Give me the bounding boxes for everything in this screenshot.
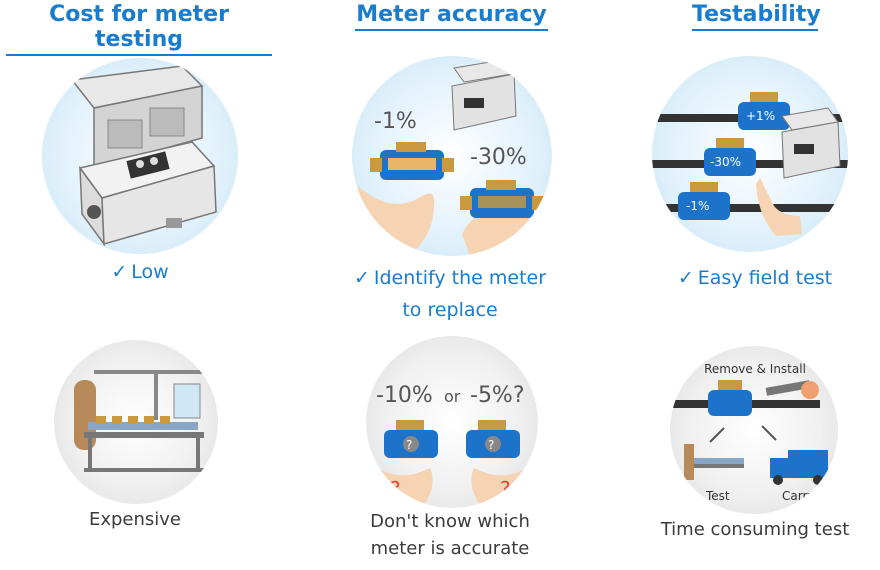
title-cost: Cost for meter testing — [6, 2, 272, 56]
testability-bad-label: Time consuming test — [660, 519, 850, 540]
value-minus1: -1% — [374, 109, 417, 134]
test-bench-circle — [54, 340, 218, 504]
value-minus10: -10% — [376, 383, 433, 408]
testability-good-label: ✓Easy field test — [677, 267, 833, 289]
portable-tester-circle — [42, 58, 238, 254]
svg-text:?: ? — [488, 438, 494, 452]
test-bench-icon — [74, 370, 204, 472]
portable-tester-icon — [70, 65, 217, 247]
unknown-accuracy-circle: -10% or -5%? ? ? ? ? — [366, 336, 538, 508]
accuracy-illustration: -1% -30% — [358, 59, 548, 256]
remove-install-illustration: Test Carry — [670, 380, 828, 503]
carry-label: Carry — [782, 489, 815, 503]
test-label: Test — [705, 489, 730, 503]
check-icon: ✓ — [111, 261, 128, 283]
time-consuming-circle: Test Carry — [670, 346, 838, 514]
unknown-accuracy-illustration: -10% or -5%? ? ? ? ? — [366, 383, 538, 508]
field-test-illustration: +1% -30% -1% — [652, 92, 848, 236]
value-minus30: -30% — [470, 145, 527, 170]
accuracy-good-label: ✓Identify the meter to replace — [353, 267, 547, 321]
check-icon: ✓ — [677, 267, 694, 289]
title-testability: Testability — [692, 2, 821, 31]
testability-circle: +1% -30% -1% — [652, 56, 848, 252]
question-icon: ? — [500, 477, 511, 501]
question-icon: ? — [390, 477, 401, 501]
check-icon: ✓ — [353, 267, 370, 289]
value-plus1: +1% — [746, 109, 775, 123]
value-minus1: -1% — [686, 199, 709, 213]
cost-good-label: ✓Low — [111, 261, 169, 283]
title-accuracy: Meter accuracy — [355, 2, 548, 31]
accuracy-circle: -1% -30% — [352, 56, 552, 256]
or-label: or — [444, 387, 461, 406]
svg-text:?: ? — [406, 438, 412, 452]
remove-install-label: Remove & Install — [704, 362, 806, 376]
cost-bad-label: Expensive — [88, 509, 182, 530]
value-minus5: -5%? — [470, 383, 525, 408]
value-minus30: -30% — [710, 155, 741, 169]
